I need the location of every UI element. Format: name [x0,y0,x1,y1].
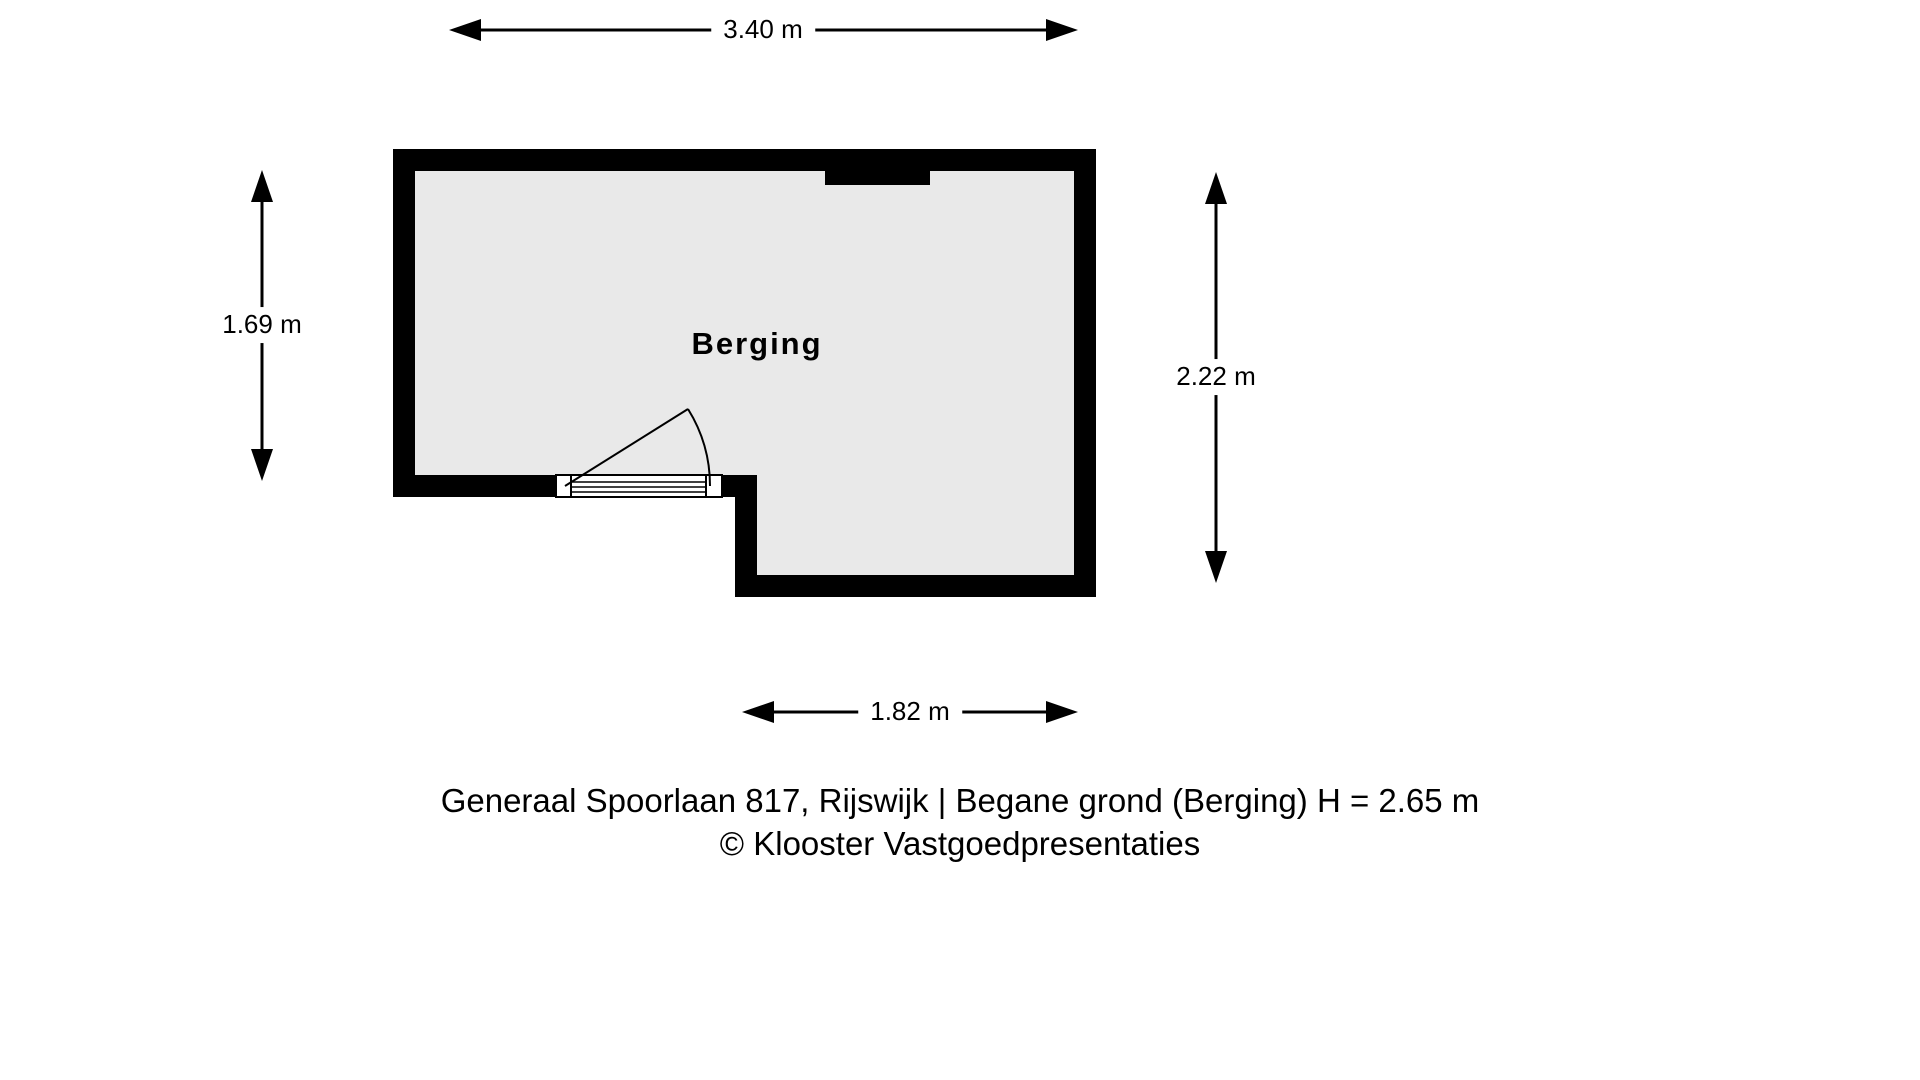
door-leaf [564,408,689,487]
arrow-right-icon [1046,19,1078,41]
dimension-arrows [251,19,1227,723]
room-outline [393,149,1096,597]
caption-copyright: © Klooster Vastgoedpresentaties [719,825,1201,862]
dimension-label-bottom: 1.82 m [858,694,962,730]
top-wall-notch [825,149,930,185]
arrow-left-icon [449,19,481,41]
arrow-down-icon [1205,551,1227,583]
door-opening [557,474,723,498]
arrow-right-icon [1046,701,1078,723]
arrow-left-icon [742,701,774,723]
dimension-label-top: 3.40 m [711,12,815,48]
arrow-down-icon [251,449,273,481]
door-swing-arc [687,408,712,487]
arrow-up-icon [251,170,273,202]
door-jamb-left [555,474,572,498]
door [555,408,723,498]
room-label: Berging [691,326,823,361]
caption-address: Generaal Spoorlaan 817, Rijswijk | Began… [440,782,1480,819]
door-jamb-right [705,474,723,498]
dimension-label-right: 2.22 m [1164,359,1268,395]
dimension-label-left: 1.69 m [210,307,314,343]
arrow-up-icon [1205,172,1227,204]
